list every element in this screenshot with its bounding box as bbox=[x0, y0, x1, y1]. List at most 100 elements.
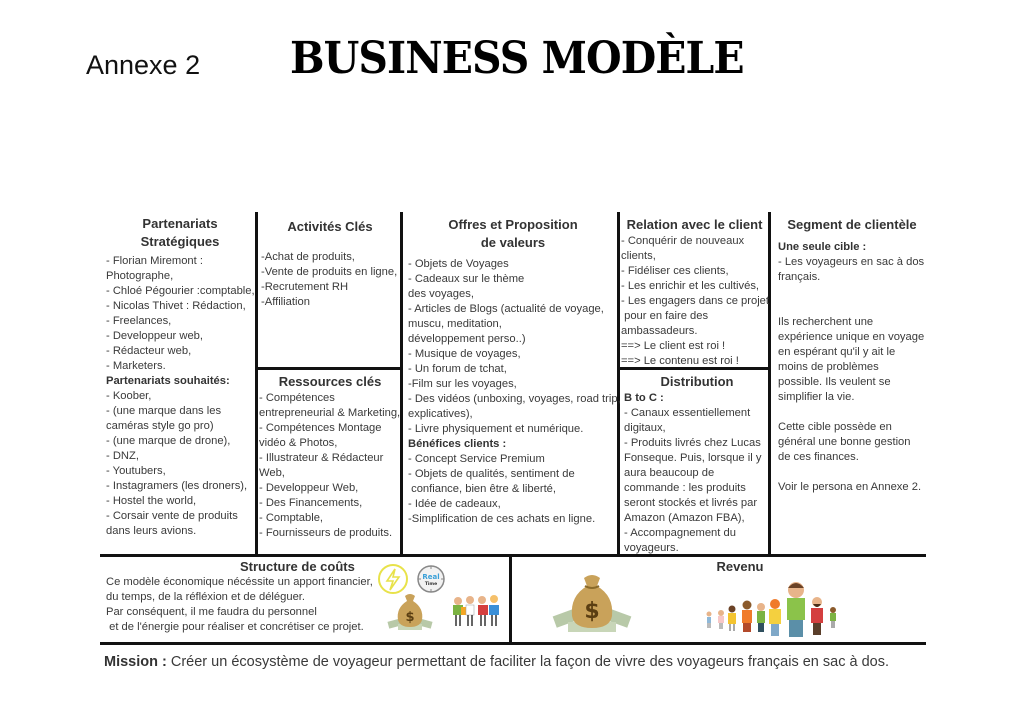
couts-cell: Structure de coûts Ce modèle économique … bbox=[106, 559, 506, 635]
list-item: -Film sur les voyages, bbox=[408, 378, 517, 390]
team-puzzle-icon bbox=[450, 593, 502, 629]
list-item: dans leurs avions. bbox=[106, 525, 197, 537]
divider bbox=[617, 367, 771, 370]
list-item: vidéo & Photos, bbox=[259, 437, 338, 449]
list-item: - Objets de Voyages bbox=[408, 258, 509, 270]
partenariats-title-1: Partenariats bbox=[142, 216, 218, 231]
divider bbox=[768, 212, 771, 555]
offres-title-2: de valeurs bbox=[480, 235, 546, 250]
customers-group-icon bbox=[705, 578, 855, 640]
divider bbox=[509, 554, 512, 645]
distribution-title: Distribution bbox=[660, 374, 734, 389]
list-item: Photographe, bbox=[106, 270, 174, 282]
list-item: - Illustrateur & Rédacteur bbox=[259, 452, 384, 464]
list-item: - DNZ, bbox=[106, 450, 139, 462]
svg-text:$: $ bbox=[405, 610, 414, 625]
ressources-cell: Ressources clés - Compétences entreprene… bbox=[259, 373, 401, 541]
list-item: - Developpeur Web, bbox=[259, 482, 359, 494]
list-item: - Un forum de tchat, bbox=[408, 363, 507, 375]
list-item: - Les voyageurs en sac à dos bbox=[778, 256, 925, 268]
segment-cell: Segment de clientèle Une seule cible : -… bbox=[778, 216, 926, 495]
list-item: - Musique de voyages, bbox=[408, 348, 521, 360]
list-item: -Achat de produits, bbox=[261, 251, 355, 263]
business-model-canvas: Partenariats Stratégiques - Florian Mire… bbox=[100, 212, 926, 645]
divider bbox=[100, 554, 926, 557]
segment-title: Segment de clientèle bbox=[787, 217, 917, 232]
list-item: muscu, meditation, bbox=[408, 318, 502, 330]
list-item: - Accompagnement du bbox=[624, 527, 736, 539]
list-item: en espérant qu'il y ait le bbox=[778, 346, 896, 358]
list-item: ambassadeurs. bbox=[621, 325, 698, 337]
cible-label: Une seule cible : bbox=[778, 241, 867, 253]
list-item: - Nicolas Thivet : Rédaction, bbox=[106, 300, 246, 312]
list-item: - Conquérir de nouveaux bbox=[621, 235, 745, 247]
list-item: explicatives), bbox=[408, 408, 473, 420]
list-item: français. bbox=[778, 271, 821, 283]
list-item: - Freelances, bbox=[106, 315, 172, 327]
list-item bbox=[778, 465, 926, 480]
list-item: des voyages, bbox=[408, 288, 474, 300]
list-item bbox=[778, 285, 926, 300]
list-item: - Fournisseurs de produits. bbox=[259, 527, 393, 539]
list-item: et de l'énergie pour réaliser et concrét… bbox=[106, 621, 364, 633]
mission-text: Créer un écosystème de voyageur permetta… bbox=[166, 654, 889, 670]
activites-cell: Activités Clés -Achat de produits, -Vent… bbox=[261, 218, 399, 310]
list-item: - Compétences Montage bbox=[259, 422, 382, 434]
list-item: - Canaux essentiellement bbox=[624, 407, 751, 419]
list-item: - Produits livrés chez Lucas bbox=[624, 437, 761, 449]
list-item: Voir le persona en Annexe 2. bbox=[778, 481, 922, 493]
list-item: - Chloé Pégourier :comptable, bbox=[106, 285, 255, 297]
divider bbox=[100, 642, 926, 645]
list-item: - Des Financements, bbox=[259, 497, 363, 509]
revenu-title: Revenu bbox=[716, 559, 764, 574]
distribution-cell: Distribution B to C : - Canaux essentiel… bbox=[624, 373, 770, 556]
list-item: - Articles de Blogs (actualité de voyage… bbox=[408, 303, 604, 315]
list-item: - Livre physiquement et numérique. bbox=[408, 423, 584, 435]
list-item: du temps, de la réfléxion et de déléguer… bbox=[106, 591, 306, 603]
list-item: digitaux, bbox=[624, 422, 666, 434]
list-item: Web, bbox=[259, 467, 285, 479]
list-item: - Florian Miremont : bbox=[106, 255, 203, 267]
list-item: - Les engagers dans ce projet bbox=[621, 295, 770, 307]
list-item: -Recrutement RH bbox=[261, 281, 349, 293]
divider bbox=[255, 367, 403, 370]
activites-title: Activités Clés bbox=[287, 219, 373, 234]
mission-statement: Mission : Créer un écosystème de voyageu… bbox=[104, 654, 889, 670]
list-item: Par conséquent, il me faudra du personne… bbox=[106, 606, 317, 618]
list-item: - Instagramers (les droners), bbox=[106, 480, 248, 492]
list-item: confiance, bien être & liberté, bbox=[408, 483, 557, 495]
list-item: - Idée de cadeaux, bbox=[408, 498, 501, 510]
list-item: - Les enrichir et les cultivés, bbox=[621, 280, 760, 292]
list-item: pour en faire des bbox=[621, 310, 709, 322]
list-item: - Cadeaux sur le thème bbox=[408, 273, 525, 285]
list-item: aura beaucoup de bbox=[624, 467, 715, 479]
money-bag-large-icon: $ bbox=[552, 570, 632, 636]
offres-cell: Offres et Proposition de valeurs - Objet… bbox=[408, 216, 621, 527]
list-item: caméras style go pro) bbox=[106, 420, 214, 432]
list-item: expérience unique en voyage bbox=[778, 331, 925, 343]
list-item: - (une marque dans les bbox=[106, 405, 222, 417]
partenariats-title-2: Stratégiques bbox=[140, 234, 220, 249]
list-item: - Koober, bbox=[106, 390, 152, 402]
list-item: de ces finances. bbox=[778, 451, 859, 463]
divider bbox=[255, 212, 258, 555]
offres-title-1: Offres et Proposition bbox=[448, 217, 578, 232]
list-item: simplifier la vie. bbox=[778, 391, 855, 403]
list-item: Amazon (Amazon FBA), bbox=[624, 512, 745, 524]
mission-label: Mission : bbox=[104, 654, 167, 670]
list-item: -Vente de produits en ligne, bbox=[261, 266, 398, 278]
list-item: possible. Ils veulent se bbox=[778, 376, 891, 388]
list-item: ==> Le contenu est roi ! bbox=[621, 355, 739, 367]
partenariats-cell: Partenariats Stratégiques - Florian Mire… bbox=[106, 215, 255, 539]
page-title: BUSINESS MODÈLE bbox=[290, 33, 745, 84]
list-item: développement perso..) bbox=[408, 333, 526, 345]
svg-text:Time: Time bbox=[425, 581, 437, 587]
money-bag-icon: $ bbox=[386, 590, 434, 632]
list-item: - Fidéliser ces clients, bbox=[621, 265, 729, 277]
list-item: - Hostel the world, bbox=[106, 495, 197, 507]
list-item: -Affiliation bbox=[261, 296, 310, 308]
lightning-icon bbox=[377, 563, 409, 595]
list-item: Cette cible possède en bbox=[778, 421, 892, 433]
ressources-title: Ressources clés bbox=[278, 374, 382, 389]
